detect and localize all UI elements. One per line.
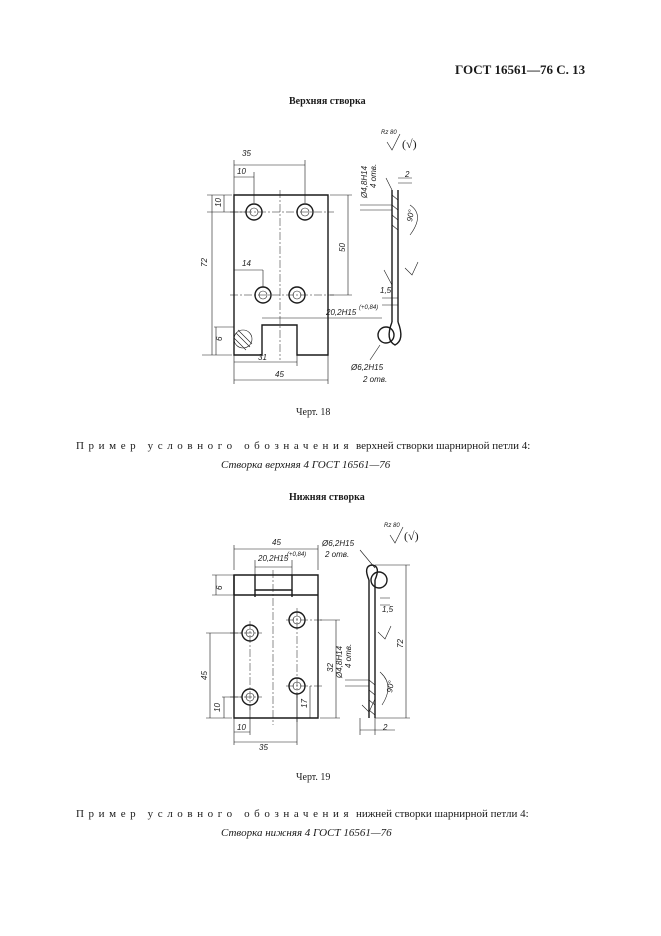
lower-roughness: Rz 80	[384, 523, 400, 529]
upper-example: Пример условного обозначения верхней ств…	[76, 440, 530, 452]
upper-dim-1-5: 1,5	[380, 286, 392, 295]
upper-slot-width: 20,2H15	[325, 308, 357, 317]
upper-dim-14: 14	[242, 259, 251, 268]
upper-dim-2: 2	[404, 170, 410, 179]
lower-dim-17: 17	[300, 699, 309, 708]
upper-designation: Створка верхняя 4 ГОСТ 16561—76	[221, 459, 391, 471]
upper-pin-count: 2 отв.	[362, 375, 387, 384]
page-header: ГОСТ 16561—76 С. 13	[455, 62, 586, 77]
lower-example-rest: нижней створки шарнирной петли 4:	[355, 808, 529, 820]
upper-figure-number: Черт. 18	[296, 407, 331, 418]
upper-dim-50: 50	[338, 243, 347, 252]
lower-dim-10v: 10	[213, 703, 222, 712]
lower-dim-90: 90°	[385, 679, 396, 693]
lower-pin-dia: Ø6,2H15	[321, 539, 355, 548]
upper-hole-count: 4 отв.	[369, 164, 378, 188]
lower-dim-6: 6	[215, 585, 224, 590]
lower-example-spaced: Пример условного обозначения	[76, 808, 354, 820]
upper-roughness-icon: (√)	[402, 137, 417, 151]
lower-roughness-icon: (√)	[404, 529, 419, 543]
upper-hole-dia: Ø4,8H14	[360, 165, 369, 199]
lower-slot-tol: (+0,84)	[287, 552, 306, 558]
lower-example: Пример условного обозначения нижней ство…	[76, 808, 529, 820]
upper-caption: Верхняя створка	[289, 96, 366, 107]
lower-figure-number: Черт. 19	[296, 772, 331, 783]
lower-hole-dia: Ø4,8H14	[335, 645, 344, 679]
lower-pin-count: 2 отв.	[324, 550, 349, 559]
upper-dim-72: 72	[200, 258, 209, 267]
upper-example-rest: верхней створки шарнирной петли 4:	[355, 440, 531, 452]
upper-pin-dia: Ø6,2H15	[350, 363, 384, 372]
lower-dim-35: 35	[259, 743, 268, 752]
upper-dim-45: 45	[275, 370, 284, 379]
lower-hole-count: 4 отв.	[344, 644, 353, 668]
upper-dim-31: 31	[258, 353, 267, 362]
upper-dim-10: 10	[237, 167, 246, 176]
upper-dim-35: 35	[242, 149, 251, 158]
upper-dim-90: 90°	[405, 208, 416, 222]
lower-dim-32: 32	[326, 663, 335, 672]
lower-dim-45v: 45	[200, 671, 209, 680]
lower-slot-width: 20,2H15	[257, 554, 289, 563]
lower-dim-2: 2	[382, 723, 388, 732]
lower-dim-10: 10	[237, 723, 246, 732]
upper-slot-tol: (+0,84)	[359, 305, 378, 311]
lower-designation: Створка нижняя 4 ГОСТ 16561—76	[221, 827, 392, 839]
upper-example-spaced: Пример условного обозначения	[76, 440, 354, 452]
upper-dim-10v: 10	[214, 198, 223, 207]
upper-dim-6: 6	[215, 336, 224, 341]
lower-dim-45: 45	[272, 538, 281, 547]
lower-caption: Нижняя створка	[289, 492, 365, 503]
lower-dim-72: 72	[396, 639, 405, 648]
upper-roughness: Rz 80	[381, 130, 397, 136]
lower-dim-1-5: 1,5	[382, 605, 394, 614]
